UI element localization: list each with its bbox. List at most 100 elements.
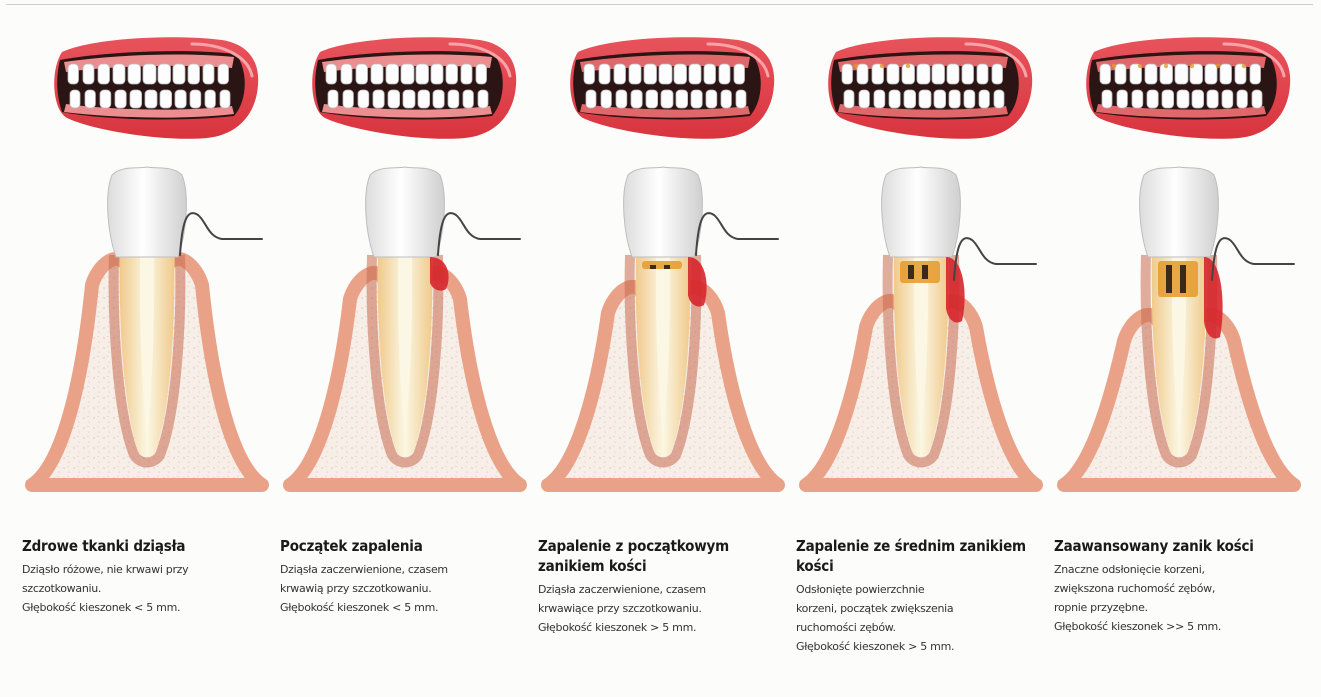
tooth-cross-section [280, 165, 530, 495]
lower-tooth [1237, 90, 1247, 108]
upper-tooth [674, 64, 687, 84]
lower-tooth [631, 90, 642, 108]
upper-tooth [659, 64, 672, 84]
upper-tooth [188, 64, 200, 84]
lower-tooth [418, 90, 430, 108]
stage-line: Odsłonięte powierzchnie [796, 580, 1046, 599]
stage-caption: Początek zapalenia Dziąsła zaczerwienion… [280, 536, 530, 617]
stage-line: Dziąsła zaczerwienione, czasem [538, 580, 788, 599]
lower-tooth [736, 90, 746, 108]
upper-tooth [1145, 64, 1157, 84]
tartar-spot [1138, 64, 1142, 68]
decay-spot [908, 265, 914, 279]
upper-tooth [218, 64, 229, 84]
tartar-spot [1190, 64, 1194, 68]
tooth-crown [1140, 167, 1219, 257]
lower-tooth [1207, 90, 1218, 108]
tartar-spot [1242, 64, 1246, 68]
upper-tooth [599, 64, 610, 84]
upper-tooth [584, 64, 595, 84]
lower-tooth [616, 90, 627, 108]
tooth-crown [624, 167, 703, 257]
upper-tooth [689, 64, 701, 84]
lower-tooth [889, 90, 900, 108]
lower-tooth [979, 90, 989, 108]
lower-tooth [646, 90, 658, 108]
upper-tooth [962, 64, 974, 84]
lower-tooth [463, 90, 473, 108]
lower-tooth [433, 90, 444, 108]
stage-line: ropnie przyzębne. [1054, 598, 1304, 617]
tooth-crown [108, 167, 187, 257]
tartar-deposit [642, 261, 682, 269]
tartar-deposit [900, 261, 940, 283]
lower-tooth [478, 90, 488, 108]
mouth-illustration [1054, 30, 1294, 145]
lower-tooth [328, 90, 338, 108]
stage-line: Dziąsło różowe, nie krwawi przy [22, 560, 272, 579]
tartar-spot [906, 64, 910, 68]
lower-tooth [205, 90, 215, 108]
periodontal-probe [696, 213, 778, 255]
lower-tooth [343, 90, 353, 108]
upper-tooth [371, 64, 383, 84]
lower-tooth [601, 90, 611, 108]
tooth-cross-section [1054, 165, 1304, 495]
upper-tooth [614, 64, 626, 84]
tartar-spot [1112, 64, 1116, 68]
lower-tooth [448, 90, 459, 108]
periodontal-probe [954, 238, 1036, 280]
stage-advanced-bone-loss: Zaawansowany zanik kości Znaczne odsłoni… [1054, 0, 1312, 697]
stage-line: Dziąsła zaczerwienione, czasem [280, 560, 530, 579]
upper-tooth [401, 64, 414, 84]
lower-tooth [190, 90, 201, 108]
upper-tooth [857, 64, 868, 84]
tartar-spot [880, 64, 884, 68]
upper-tooth [1175, 64, 1188, 84]
lower-tooth [1252, 90, 1262, 108]
lower-tooth [115, 90, 126, 108]
tooth-cross-section [538, 165, 788, 495]
lower-tooth [145, 90, 157, 108]
lower-tooth [160, 90, 172, 108]
lower-tooth [220, 90, 230, 108]
stage-line: Głębokość kieszonek >> 5 mm. [1054, 617, 1304, 636]
decay-spot [664, 265, 670, 269]
decay-spot [650, 265, 656, 269]
upper-tooth [719, 64, 730, 84]
upper-tooth [977, 64, 988, 84]
upper-tooth [1250, 64, 1261, 84]
upper-tooth [842, 64, 853, 84]
tooth-cross-section [22, 165, 272, 495]
tartar-spot [1164, 64, 1168, 68]
stage-line: szczotkowaniu. [22, 579, 272, 598]
upper-tooth [1115, 64, 1126, 84]
upper-tooth [431, 64, 443, 84]
lower-tooth [844, 90, 854, 108]
stage-line: korzeni, początek zwiększenia [796, 599, 1046, 618]
upper-tooth [1220, 64, 1232, 84]
tooth-crown [882, 167, 961, 257]
stage-line: krwawiące przy szczotkowaniu. [538, 599, 788, 618]
upper-tooth [326, 64, 337, 84]
upper-tooth [203, 64, 214, 84]
lower-tooth [1102, 90, 1112, 108]
upper-tooth [461, 64, 472, 84]
stage-caption: Zaawansowany zanik kości Znaczne odsłoni… [1054, 536, 1304, 636]
upper-tooth [416, 64, 429, 84]
upper-tooth [917, 64, 930, 84]
stage-caption: Zdrowe tkanki dziąsła Dziąsło różowe, ni… [22, 536, 272, 617]
lower-tooth [1132, 90, 1143, 108]
lower-tooth [1222, 90, 1233, 108]
stage-line: ruchomości zębów. [796, 618, 1046, 637]
tooth-cross-section [796, 165, 1046, 495]
stage-initial-bone-loss: Zapalenie z początkowym zanikiem kości D… [538, 0, 796, 697]
upper-tooth [68, 64, 79, 84]
lower-tooth [1117, 90, 1127, 108]
lower-tooth [403, 90, 415, 108]
lower-tooth [1177, 90, 1189, 108]
upper-tooth [158, 64, 171, 84]
stage-title: Początek zapalenia [280, 536, 530, 556]
upper-tooth [173, 64, 185, 84]
